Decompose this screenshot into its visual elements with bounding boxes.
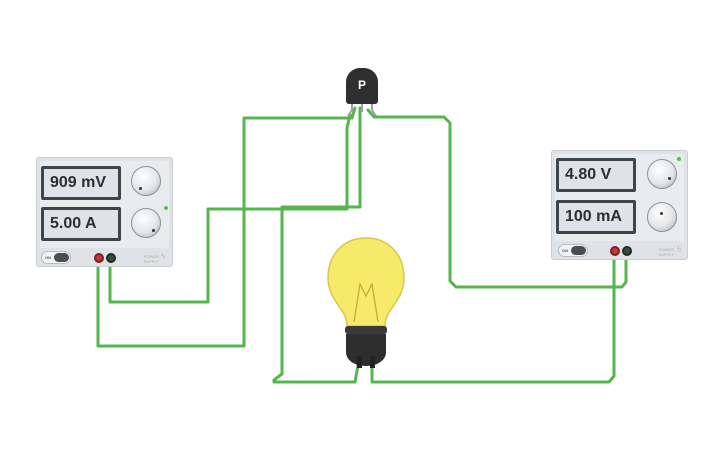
on-switch[interactable]: ON <box>41 251 71 264</box>
bolt-icon: ϟ <box>677 245 682 254</box>
power-supply-right[interactable]: 4.80 V 100 mA ON POWER SUPPLY ϟ <box>551 150 688 260</box>
current-knob[interactable] <box>647 202 677 232</box>
switch-knob <box>571 246 586 255</box>
brand-text: POWER SUPPLY <box>658 247 675 257</box>
wire-bulb-to-right-pos[interactable] <box>370 250 616 384</box>
wire-transistor-to-bulb[interactable] <box>272 106 362 384</box>
negative-terminal[interactable] <box>106 253 116 263</box>
current-knob[interactable] <box>131 208 161 238</box>
voltage-display: 909 mV <box>41 166 121 200</box>
cc-indicator-led <box>164 206 168 210</box>
on-label: ON <box>45 255 51 260</box>
transistor[interactable]: P <box>346 68 378 104</box>
bulb-glass <box>327 237 405 327</box>
transistor-body <box>346 68 378 104</box>
transistor-label: P <box>357 78 366 92</box>
wire-emitter-to-right-neg[interactable] <box>366 108 628 289</box>
knob-indicator <box>139 187 142 190</box>
positive-terminal[interactable] <box>94 253 104 263</box>
voltage-display: 4.80 V <box>556 158 636 192</box>
on-label: ON <box>562 248 568 253</box>
bolt-icon: ϟ <box>161 252 166 261</box>
current-display: 5.00 A <box>41 207 121 241</box>
voltage-knob[interactable] <box>647 159 677 189</box>
cv-indicator-led <box>677 157 681 161</box>
on-switch[interactable]: ON <box>558 244 588 257</box>
knob-indicator <box>152 229 155 232</box>
negative-terminal[interactable] <box>622 246 632 256</box>
current-display: 100 mA <box>556 200 636 234</box>
brand-text: POWER SUPPLY <box>143 254 160 264</box>
switch-knob <box>54 253 69 262</box>
bulb-base <box>345 326 387 368</box>
voltage-knob[interactable] <box>131 166 161 196</box>
positive-terminal[interactable] <box>610 246 620 256</box>
knob-indicator <box>660 212 663 215</box>
wire-left-neg-to-collector[interactable] <box>108 113 352 304</box>
knob-indicator <box>668 177 671 180</box>
power-supply-left[interactable]: 909 mV 5.00 A ON POWER SUPPLY ϟ <box>36 157 173 267</box>
